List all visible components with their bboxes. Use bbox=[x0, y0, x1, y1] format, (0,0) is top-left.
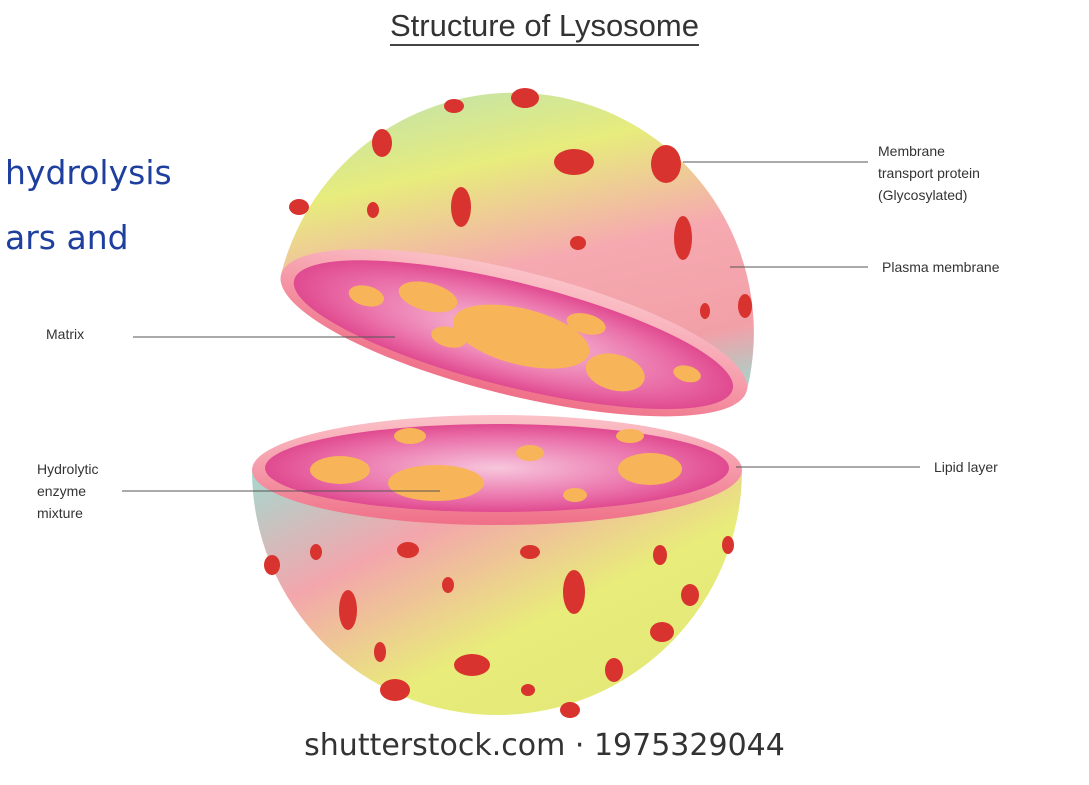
label-plasma-membrane: Plasma membrane bbox=[882, 256, 1000, 278]
label-membrane-transport-line-2: transport protein bbox=[878, 162, 980, 184]
label-hydrolytic-enzyme-mixture: Hydrolytic enzyme mixture bbox=[37, 458, 98, 524]
label-hydrolytic-line-3: mixture bbox=[37, 502, 98, 524]
label-matrix: Matrix bbox=[46, 323, 84, 345]
label-membrane-transport-line-1: Membrane bbox=[878, 140, 980, 162]
label-hydrolytic-line-1: Hydrolytic bbox=[37, 458, 98, 480]
lower-hemisphere bbox=[252, 415, 742, 718]
label-lipid-layer: Lipid layer bbox=[934, 456, 998, 478]
label-membrane-transport: Membrane transport protein (Glycosylated… bbox=[878, 140, 980, 206]
label-membrane-transport-line-3: (Glycosylated) bbox=[878, 184, 980, 206]
watermark-text: shutterstock.com · 1975329044 bbox=[0, 728, 1089, 763]
label-hydrolytic-line-2: enzyme bbox=[37, 480, 98, 502]
